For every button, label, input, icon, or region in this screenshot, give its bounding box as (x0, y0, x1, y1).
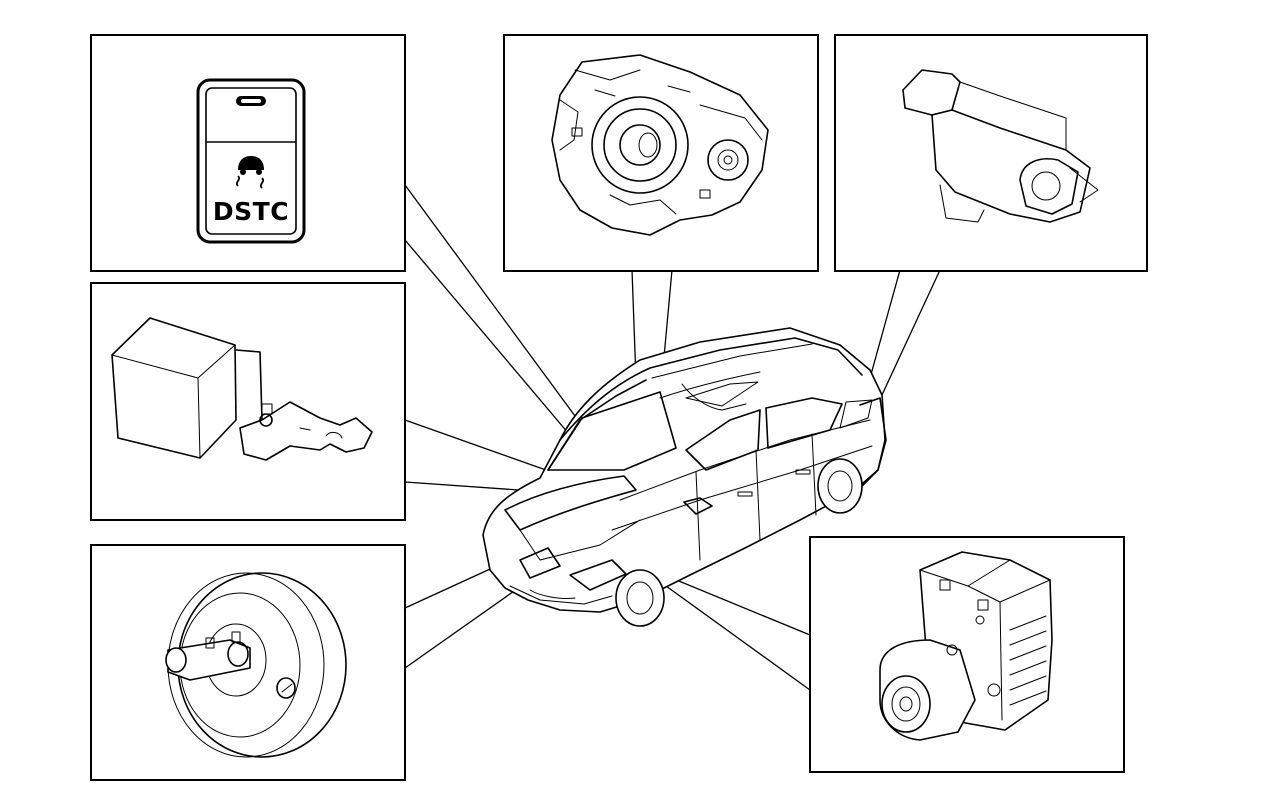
car-illustration (482, 327, 887, 627)
panel-brake-booster (90, 544, 406, 781)
panel-yaw-rate-sensor (90, 282, 406, 521)
dstc-switch-illustration: DSTC (196, 78, 306, 244)
panel-abs-hydraulic-modulator (809, 536, 1125, 773)
yaw-rate-sensor-illustration (111, 317, 373, 461)
skid-car-icon (235, 156, 265, 189)
panel-dstc-switch: DSTC (90, 34, 406, 272)
steering-angle-sensor-illustration (551, 54, 769, 236)
wheel-speed-sensor-illustration (902, 69, 1099, 223)
panel-wheel-speed-sensor (834, 34, 1148, 272)
abs-modulator-illustration (879, 551, 1053, 741)
brake-booster-illustration (165, 572, 347, 758)
panel-steering-angle-sensor (503, 34, 819, 272)
dstc-button-label: DSTC (213, 197, 289, 226)
